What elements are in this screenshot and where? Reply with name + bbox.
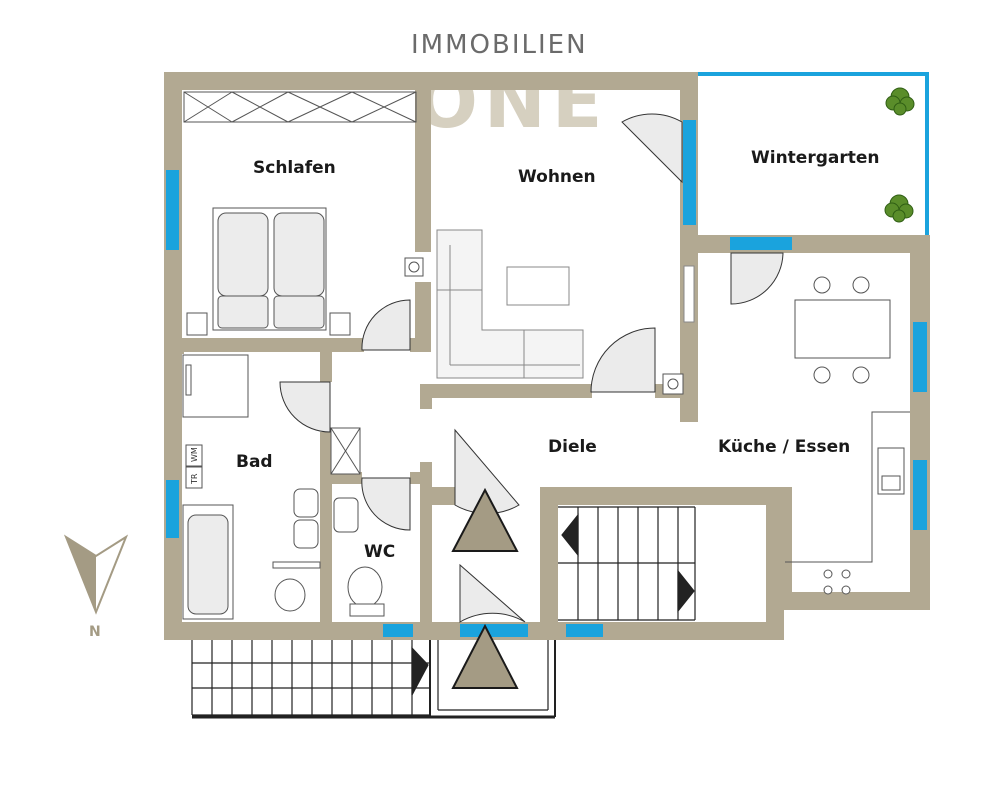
entrance-markers — [451, 487, 519, 689]
staircase-inner — [558, 506, 696, 621]
staircase-outer — [191, 640, 556, 719]
room-label-diele: Diele — [548, 437, 597, 457]
dryer-label: TR — [190, 473, 199, 485]
room-label-wc: WC — [364, 542, 395, 562]
room-label-bad: Bad — [236, 452, 273, 472]
room-labels: Schlafen Wohnen Wintergarten Bad Diele K… — [236, 148, 880, 562]
north-label: N — [89, 624, 101, 640]
room-label-schlafen: Schlafen — [253, 158, 336, 178]
living-room-furniture — [404, 229, 695, 395]
bathroom-fixtures — [182, 354, 385, 620]
entrance-arrow-icon-2 — [451, 623, 519, 689]
plant-icons — [884, 87, 915, 223]
brand-logo-text: IMMOBILIEN — [411, 30, 588, 60]
compass: N — [63, 534, 129, 640]
wintergarten-glazing — [698, 72, 929, 235]
double-bed — [186, 207, 351, 336]
wardrobe — [183, 91, 417, 123]
brand-logo-big: ONE — [415, 59, 608, 145]
kitchen-furniture — [785, 276, 910, 595]
washer-label: WM — [190, 447, 199, 462]
plant-icon-1 — [885, 87, 915, 116]
windows — [166, 120, 927, 637]
room-label-kueche: Küche / Essen — [718, 437, 850, 457]
entrance-arrow-icon-1 — [451, 487, 519, 552]
room-label-wohnen: Wohnen — [518, 167, 596, 187]
room-label-wintergarten: Wintergarten — [751, 148, 880, 168]
appliance-labels: TR WM — [185, 444, 203, 489]
plant-icon-2 — [884, 194, 914, 223]
